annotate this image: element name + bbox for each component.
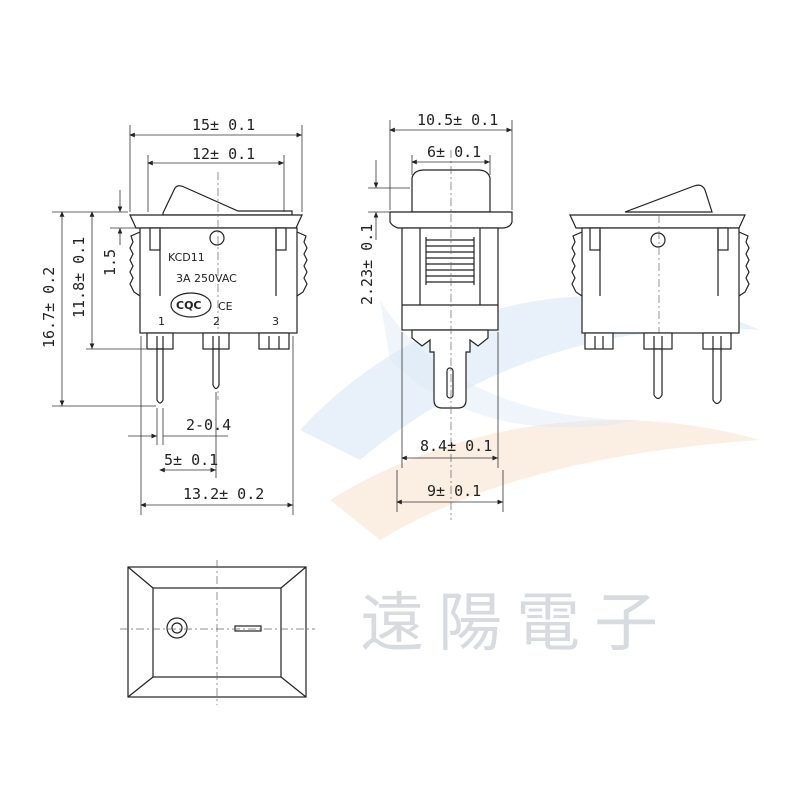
back-view (569, 184, 750, 405)
svg-text:CQC: CQC (176, 299, 202, 312)
dim-side-base-width: 9± 0.1 (427, 482, 481, 500)
side-terminal (411, 329, 489, 409)
front-clips (129, 227, 308, 297)
back-led-hole (650, 232, 666, 248)
side-dimensions: 10.5± 0.1 6± 0.1 2.23± 0.1 8.4± 0.1 9± 0… (358, 111, 513, 512)
dim-side-terminal-width: 8.4± 0.1 (420, 437, 492, 455)
dim-front-flange: 1.5 (101, 249, 119, 276)
back-clips (571, 227, 750, 297)
back-pin-3 (712, 348, 722, 405)
dim-front-total-height: 16.7± 0.2 (40, 267, 58, 348)
side-ribs (425, 237, 475, 285)
pin2-label: 2 (213, 315, 220, 328)
front-rocker (162, 185, 293, 216)
power-on-line-icon (234, 625, 262, 632)
dim-front-pin-span: 13.2± 0.2 (183, 485, 264, 503)
dim-front-body-height: 11.8± 0.1 (70, 237, 88, 318)
dim-side-width: 10.5± 0.1 (417, 111, 498, 129)
front-model-label: KCD11 (168, 251, 205, 264)
front-view: KCD11 3A 250VAC CQC CE 1 2 3 (129, 172, 308, 404)
dim-front-pin-pitch: 5± 0.1 (164, 451, 218, 469)
front-pin-2 (212, 348, 220, 390)
pin3-label: 3 (272, 315, 279, 328)
pin1-label: 1 (158, 315, 165, 328)
front-body (139, 227, 298, 334)
dim-front-pin-gap: 2-0.4 (186, 416, 231, 434)
back-body (581, 227, 740, 334)
power-off-circle-icon (166, 617, 188, 639)
front-terminal-blocks (146, 332, 290, 350)
front-rating-label: 3A 250VAC (176, 272, 237, 285)
dim-front-rocker-width: 12± 0.1 (192, 145, 255, 163)
side-body (401, 227, 499, 331)
dim-front-width: 15± 0.1 (192, 116, 255, 134)
front-pin-1 (156, 348, 164, 404)
top-view (120, 560, 315, 705)
back-terminal-blocks (584, 332, 732, 350)
dim-side-rocker-height: 2.23± 0.1 (358, 224, 376, 305)
side-terminal-slot (446, 367, 454, 399)
back-bezel (569, 214, 746, 229)
back-pin-2 (653, 348, 663, 400)
front-dimensions: 15± 0.1 12± 0.1 16.7± 0.2 11.8± 0.1 1.5 … (40, 116, 303, 515)
watermark-text: 遠陽電子 (360, 587, 672, 661)
front-bezel (129, 214, 303, 229)
cqc-logo-icon: CQC (170, 292, 212, 318)
side-view (389, 150, 513, 520)
side-rocker (411, 169, 491, 213)
back-rocker (624, 184, 713, 213)
ce-mark-icon: CE (218, 300, 233, 313)
dim-side-rocker-width: 6± 0.1 (427, 143, 481, 161)
front-led-hole (209, 230, 225, 246)
